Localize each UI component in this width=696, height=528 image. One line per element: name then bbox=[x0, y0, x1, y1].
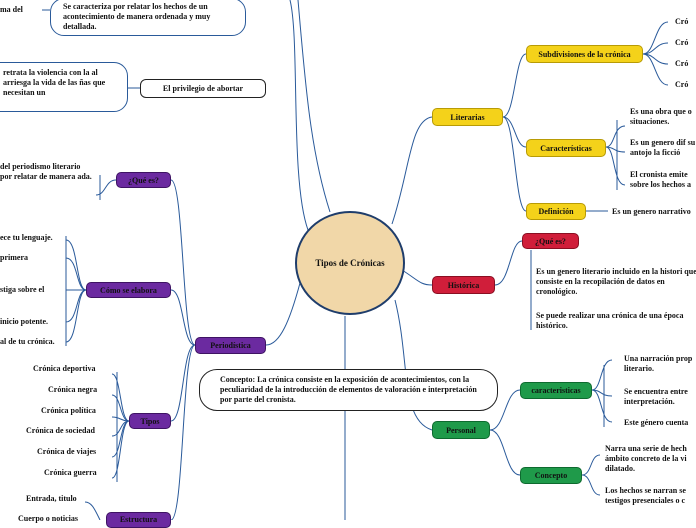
historica-que-es-node[interactable]: ¿Qué es? bbox=[522, 233, 579, 249]
tipo-item[interactable]: Crónica política bbox=[41, 406, 96, 415]
caracteristica-item[interactable]: Es una obra que o situaciones. bbox=[630, 107, 692, 126]
tipo-item[interactable]: Crónica guerra bbox=[44, 468, 97, 477]
caracteristica-item[interactable]: El cronista emite sobre los hechos a bbox=[630, 170, 691, 189]
estructura-item[interactable]: Entrada, titulo bbox=[26, 494, 77, 503]
personal-concepto-item[interactable]: Los hechos se narran se testigos presenc… bbox=[605, 486, 686, 505]
privilegio-node[interactable]: El privilegio de abortar bbox=[140, 79, 266, 98]
periodistica-node[interactable]: Periodística bbox=[195, 337, 266, 354]
literarias-node[interactable]: Literarias bbox=[432, 108, 503, 126]
elabora-item[interactable]: ece tu lenguaje. bbox=[0, 233, 53, 242]
tipo-item[interactable]: Crónica negra bbox=[48, 385, 98, 394]
estructura-item[interactable]: Cuerpo o noticias bbox=[18, 514, 78, 523]
caracteristica-item[interactable]: Es un genero dif su antojo la ficció bbox=[630, 138, 696, 157]
periodistica-que-es-text[interactable]: del periodismo literario por relatar de … bbox=[0, 162, 92, 181]
personal-caracteristica-item[interactable]: Este género cuenta bbox=[624, 418, 689, 427]
subdivisiones-node[interactable]: Subdivisiones de la crónica bbox=[526, 45, 643, 63]
periodistica-que-es-node[interactable]: ¿Qué es? bbox=[116, 172, 171, 188]
cut-text-top: ma del bbox=[0, 5, 23, 14]
tipo-item[interactable]: Crónica de viajes bbox=[37, 447, 97, 456]
estructura-node[interactable]: Estructura bbox=[106, 512, 171, 528]
elabora-item[interactable]: stiga sobre el bbox=[0, 285, 45, 294]
elabora-item[interactable]: al de tu crónica. bbox=[0, 337, 55, 346]
definicion-node[interactable]: Definición bbox=[526, 203, 586, 220]
historica-item[interactable]: Es un genero literario incluido en la hi… bbox=[536, 267, 696, 296]
central-topic[interactable]: Tipos de Crónicas bbox=[295, 211, 405, 315]
personal-node[interactable]: Personal bbox=[432, 421, 490, 439]
personal-caracteristica-item[interactable]: Una narración prop literario. bbox=[624, 354, 693, 373]
caracteristicas-literarias-node[interactable]: Características bbox=[526, 139, 606, 157]
subdivision-item[interactable]: Cró bbox=[675, 17, 689, 26]
privilegio-bubble[interactable]: retrata la violencia con la al arriesga … bbox=[0, 62, 128, 112]
concept-note[interactable]: Concepto: La crónica consiste en la expo… bbox=[199, 369, 498, 411]
subdivision-item[interactable]: Cró bbox=[675, 80, 689, 89]
elabora-item[interactable]: primera bbox=[0, 253, 28, 262]
elabora-item[interactable]: inicio potente. bbox=[0, 317, 48, 326]
historica-node[interactable]: Histórica bbox=[432, 276, 495, 294]
subdivision-item[interactable]: Cró bbox=[675, 59, 689, 68]
personal-caracteristicas-node[interactable]: caracteristicas bbox=[520, 382, 592, 399]
description-bubble[interactable]: Se caracteriza por relatar los hechos de… bbox=[50, 0, 246, 36]
historica-item[interactable]: Se puede realizar una crónica de una épo… bbox=[536, 311, 684, 330]
tipo-item[interactable]: Crónica de sociedad bbox=[26, 426, 95, 435]
tipos-node[interactable]: Tipos bbox=[129, 413, 171, 429]
tipo-item[interactable]: Crónica deportiva bbox=[33, 364, 96, 373]
como-se-elabora-node[interactable]: Cómo se elabora bbox=[86, 282, 171, 298]
definicion-text[interactable]: Es un genero narrativo bbox=[612, 207, 691, 216]
personal-concepto-item[interactable]: Narra una serie de hech ámbito concreto … bbox=[605, 444, 687, 473]
subdivision-item[interactable]: Cró bbox=[675, 38, 689, 47]
personal-concepto-node[interactable]: Concepto bbox=[520, 467, 582, 484]
personal-caracteristica-item[interactable]: Se encuentra entre interpretación. bbox=[624, 387, 688, 406]
